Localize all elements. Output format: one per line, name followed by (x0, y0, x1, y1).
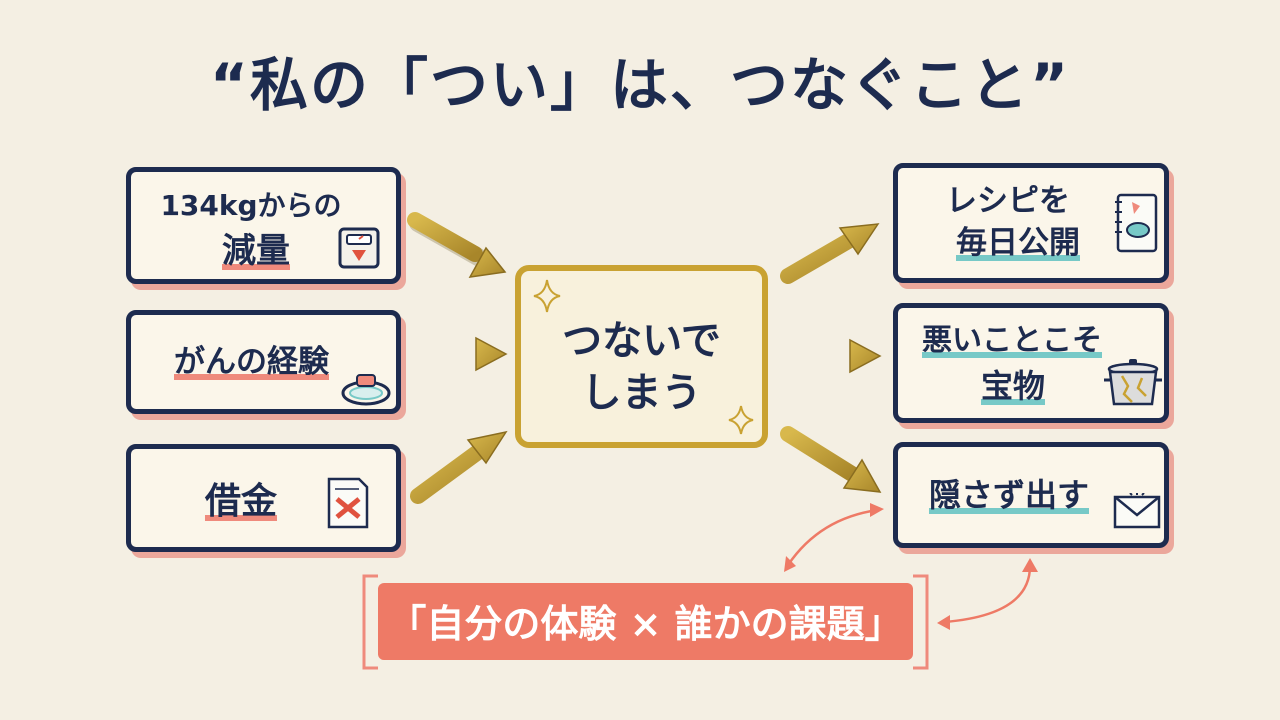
right-box-recipe-line2: 毎日公開 (956, 225, 1080, 261)
bracket-left (362, 574, 378, 670)
arrow-left-bottom (410, 430, 508, 504)
right-box-open-line1: 隠さず出す (928, 476, 1089, 514)
kintsugi-pot-icon (1104, 359, 1162, 406)
left-box-debt: 借金 (126, 444, 401, 552)
crossed-document-icon (327, 477, 369, 529)
left-box-weight-loss-line1: 134kgからの (160, 189, 342, 222)
arrow-left-middle (405, 336, 508, 372)
left-box-debt-line1: 借金 (204, 481, 277, 522)
right-box-recipe: レシピを 毎日公開 (893, 163, 1169, 283)
center-line2: しまう (581, 370, 702, 416)
bottom-formula-banner: 「自分の体験 × 誰かの課題」 (378, 583, 913, 660)
right-box-bad-things: 悪いことこそ 宝物 (893, 303, 1169, 423)
arrow-right-top (780, 223, 880, 284)
page-title: “私の「つい」は、つなぐこと” (209, 51, 1071, 119)
bracelet-icon (341, 374, 391, 406)
left-box-weight-loss: 134kgからの 減量 (126, 167, 401, 284)
center-box-text: つないで しまう (521, 315, 762, 419)
link-arrow-right (937, 558, 1038, 630)
bottom-formula-text: 「自分の体験 × 誰かの課題」 (388, 602, 903, 646)
recipe-notebook-icon (1115, 193, 1158, 253)
right-box-bad-things-line1: 悪いことこそ (922, 323, 1102, 358)
right-box-bad-things-line2: 宝物 (980, 367, 1045, 405)
bracket-right (913, 574, 929, 670)
sparkle-icon (728, 405, 754, 435)
envelope-icon (1113, 493, 1161, 529)
sparkle-icon (533, 279, 561, 313)
left-box-weight-loss-line2: 減量 (222, 231, 290, 271)
center-line1: つないで (562, 318, 721, 364)
arrow-right-middle (778, 338, 882, 374)
right-box-open: 隠さず出す (893, 442, 1169, 548)
left-box-cancer: がんの経験 (126, 310, 401, 414)
left-box-cancer-line1: がんの経験 (174, 344, 329, 380)
scale-icon (338, 227, 380, 269)
link-arrow-left (784, 503, 884, 572)
arrow-left-top (407, 212, 507, 278)
arrow-right-bottom (780, 426, 882, 493)
right-box-recipe-line1: レシピを (946, 183, 1070, 219)
